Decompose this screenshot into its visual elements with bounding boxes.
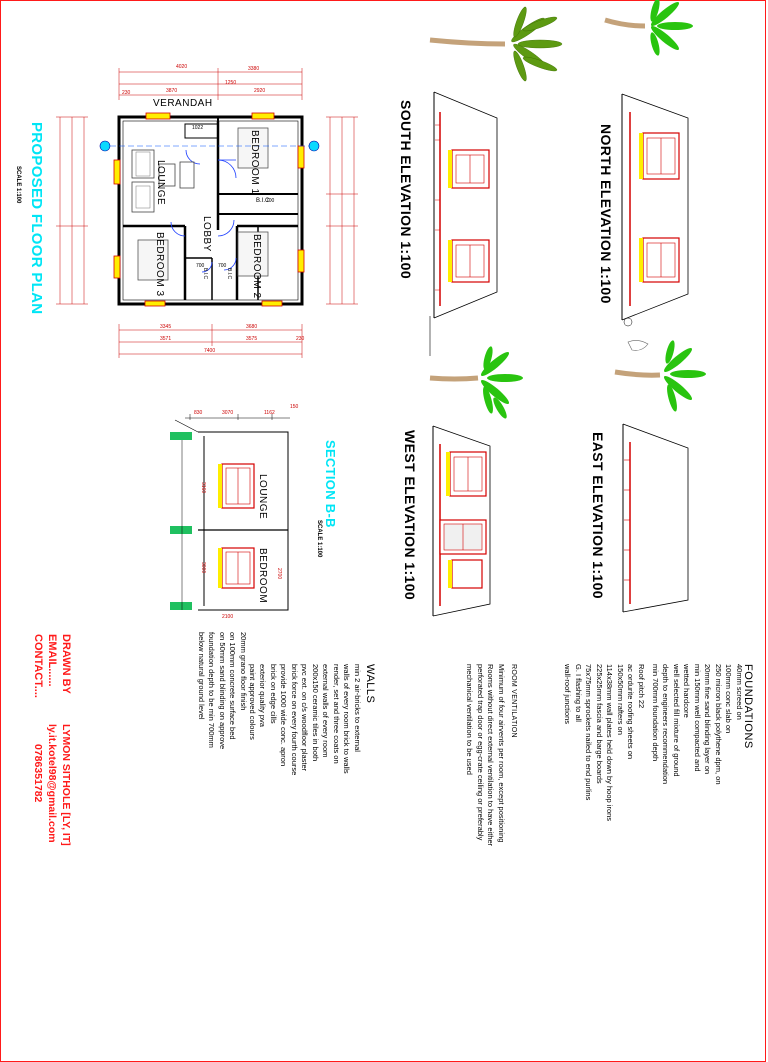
floor-notes: 20mm grano floor finish on 100mm concret…	[197, 632, 248, 750]
dim-top-5: 1250	[225, 80, 237, 86]
email-value: ly.it.kotel98@gmail.com	[46, 724, 58, 843]
ventilation-notes: Minimum of four airvents per room, excep…	[465, 664, 507, 847]
blc-2: B.I.C	[202, 268, 208, 280]
palm-tree-4	[614, 340, 706, 412]
south-elevation-title: SOUTH ELEVATION 1:100	[398, 100, 414, 280]
drawn-by-value: LYMON SITHOLE [LY, IT]	[60, 724, 72, 846]
section-dim-f: 3000	[200, 562, 206, 574]
north-elevation-title: NORTH ELEVATION 1:100	[598, 124, 614, 304]
dim-bottom-5: 7400	[204, 348, 216, 354]
floor-plan-title: PROPOSED FLOOR PLAN	[28, 122, 45, 315]
ventilation-heading: ROOM VENTILATION	[510, 664, 517, 738]
north-elevation-drawing	[621, 93, 689, 327]
room-bedroom-2: BEDROOM 2	[251, 234, 262, 299]
section-dim-a: 830	[194, 410, 203, 416]
dim-bottom-1: 3345	[160, 324, 172, 330]
dim-blc-w2: 700	[196, 263, 205, 269]
room-lobby: LOBBY	[201, 216, 212, 252]
floor-plan-drawing	[56, 68, 358, 358]
section-dim-c: 2700	[276, 568, 282, 580]
room-lounge: LOUNGE	[155, 160, 166, 206]
west-elevation-title: WEST ELEVATION 1:100	[402, 430, 418, 601]
dim-bottom-6: 230	[296, 336, 305, 342]
section-drawing	[170, 414, 290, 611]
dim-blc-w: 700	[266, 198, 275, 204]
dim-top-2: 3380	[248, 66, 260, 72]
dim-bottom-2: 3680	[246, 324, 258, 330]
dim-top-6: 230	[122, 90, 131, 96]
section-bedroom: BEDROOM	[257, 548, 268, 604]
section-dim-g: 150	[290, 404, 299, 410]
section-scale: SCALE 1:100	[316, 520, 322, 558]
drawing-graphics	[56, 0, 706, 617]
blc-3: B.I.C	[226, 268, 232, 280]
dim-bottom-4: 3575	[246, 336, 258, 342]
verandah-text: VERANDAH	[153, 98, 213, 109]
section-dim-b: 1162	[264, 410, 275, 416]
east-elevation-title: EAST ELEVATION 1:100	[590, 432, 606, 599]
palm-tree-2	[604, 0, 693, 56]
drawn-by-label: DRAWN BY	[60, 634, 72, 694]
email-label: EMAIL......	[46, 634, 58, 687]
palm-tree-3	[429, 346, 523, 419]
contact-value: 0786351782	[32, 744, 44, 803]
floor-plan-scale: SCALE 1:100	[15, 166, 21, 204]
room-bedroom-3: BEDROOM 3	[154, 232, 165, 297]
foundations-notes: 40mm screed on 100mm conc slab on 250 mi…	[651, 664, 744, 785]
east-elevation-drawing	[622, 423, 689, 613]
section-dim-top: 3070	[222, 410, 234, 416]
room-bedroom-1: BEDROOM 1	[249, 130, 260, 195]
contact-label: CONTACT....	[32, 634, 44, 698]
blc-1: B.I.C	[256, 198, 270, 204]
section-title: SECTION B-B	[323, 440, 338, 528]
west-elevation-drawing	[432, 425, 491, 617]
dim-top-3: 3870	[166, 88, 178, 94]
south-elevation-drawing	[429, 91, 498, 356]
dim-top-4: 2920	[254, 88, 266, 94]
palm-tree-1	[429, 6, 563, 82]
dim-lobby-w: 1022	[192, 125, 204, 131]
walls-notes: min 2 air-bricks to external walls of ev…	[248, 664, 362, 776]
roof-notes: Roof pitch 22 ac ordurite roofing sheets…	[563, 664, 647, 822]
walls-heading: WALLS	[364, 664, 376, 704]
section-dim-e: 3160	[200, 482, 206, 494]
section-dim-d: 2100	[222, 614, 234, 620]
dim-blc-w3: 700	[218, 263, 227, 269]
dim-bottom-3: 3571	[160, 336, 172, 342]
section-lounge: LOUNGE	[257, 474, 268, 520]
dim-top-1: 4020	[176, 64, 188, 70]
